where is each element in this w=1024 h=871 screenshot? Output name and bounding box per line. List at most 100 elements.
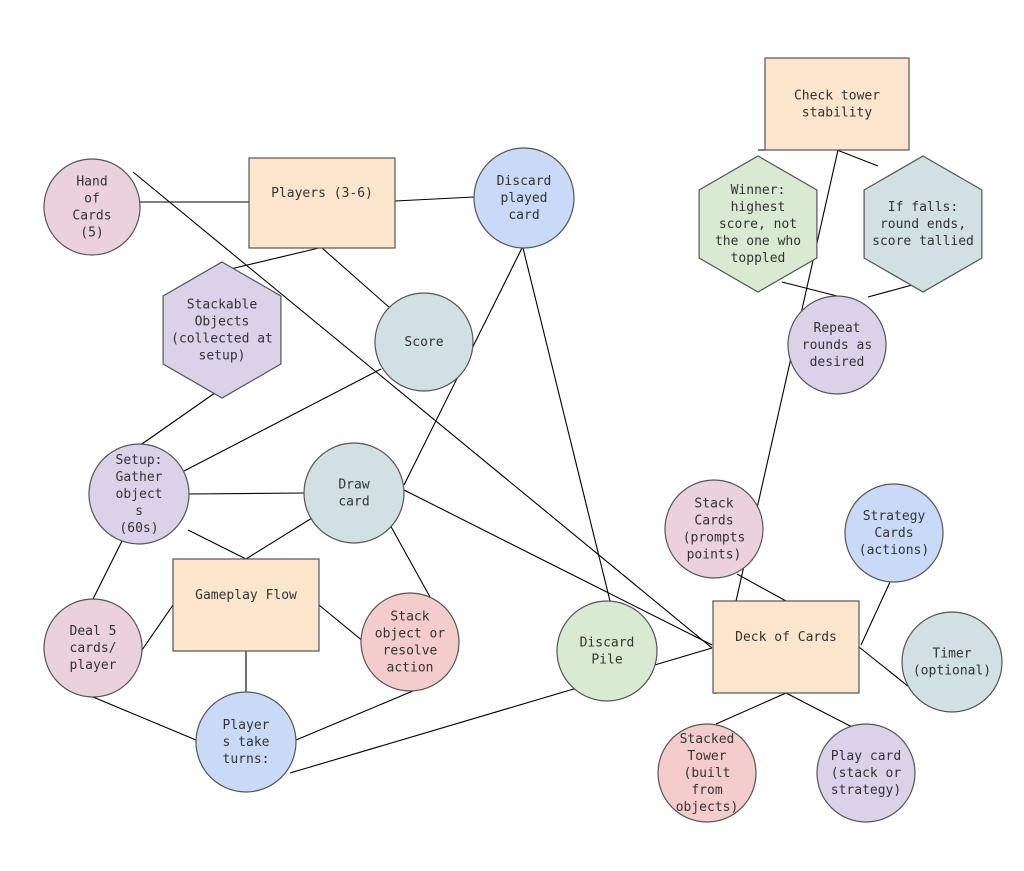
node-label-line: score, not (719, 217, 797, 232)
node-shape (863, 155, 983, 293)
node-shape (664, 479, 764, 579)
node-shape (712, 600, 860, 694)
node-label-line: Check tower (794, 89, 880, 104)
node-label-line: Stack (694, 497, 733, 512)
node-label-line: card (508, 208, 539, 223)
connector-line (860, 581, 891, 646)
node-label-line: (5) (80, 226, 103, 241)
connector-line (715, 692, 787, 725)
node-label-line: Players (3-6) (271, 186, 373, 201)
node-label-line: setup) (199, 349, 246, 364)
node-label-line: action (387, 661, 434, 676)
node-label-line: (prompts (683, 531, 746, 546)
connector-line (141, 604, 174, 651)
node-label-line: Strategy (863, 509, 926, 524)
node-label-line: If falls: (888, 200, 958, 215)
connector-line (781, 281, 838, 297)
connector-line (736, 573, 787, 602)
node-label-line: s take (223, 735, 270, 750)
node-label-line: Tower (687, 749, 726, 764)
node-shape (172, 558, 320, 652)
node-label-line: Timer (932, 647, 971, 662)
node-label-line: toppled (731, 251, 786, 266)
connector-line (245, 517, 313, 560)
node-shape (162, 261, 282, 399)
connector-line (522, 247, 611, 602)
node-label-line: Objects (195, 315, 250, 330)
node-label-line: Stacked (680, 732, 735, 747)
connector-line (836, 149, 879, 167)
node-label-line: object or (375, 627, 446, 642)
node-label-line: Cards (72, 209, 111, 224)
node-label-line: object (116, 487, 163, 502)
connector-line (187, 492, 305, 495)
connector-line (403, 489, 713, 646)
node-label-line: Winner: (731, 183, 786, 198)
node-label-line: Gather (116, 470, 163, 485)
node-label-line: (optional) (913, 664, 991, 679)
node-label-line: player (70, 658, 117, 673)
node-label-line: stability (802, 106, 873, 121)
node-label-line: Play card (831, 749, 901, 764)
connector-line (785, 692, 855, 729)
node-timer: Timer (optional) (901, 611, 1003, 713)
node-shape (901, 611, 1003, 713)
node-shape (816, 723, 916, 823)
node-label-line: Player (223, 718, 270, 733)
connector-line (132, 171, 713, 649)
node-score: Score (374, 292, 474, 392)
connector-line (221, 247, 320, 272)
node-label-line: played (501, 191, 548, 206)
node-label-line: Draw (338, 478, 369, 493)
node-shape (698, 155, 818, 293)
node-shape (303, 442, 405, 544)
connector-line (858, 646, 915, 692)
node-label-line: Score (404, 335, 443, 350)
node-label-line: points) (687, 548, 742, 563)
node-shape (43, 158, 141, 256)
node-label-line: cards/ (70, 641, 117, 656)
node-shape (844, 483, 944, 583)
node-label-line: objects) (676, 800, 739, 815)
node-label-line: (60s) (119, 521, 158, 536)
node-shape (764, 57, 910, 151)
node-label-line: highest (731, 200, 786, 215)
connector-line (138, 387, 223, 447)
node-label-line: strategy) (831, 783, 901, 798)
node-shape (195, 691, 297, 793)
node-label-line: Repeat (814, 321, 861, 336)
connector-line (183, 368, 382, 472)
node-label-line: round ends, (880, 217, 966, 232)
node-label-line: (stack or (831, 766, 902, 781)
node-players-take-turns: Player s take turns: (195, 691, 297, 793)
node-label-line: Cards (694, 514, 733, 529)
node-label-line: Discard (497, 174, 552, 189)
connector-line (394, 196, 475, 202)
node-play-card: Play card (stack or strategy) (816, 723, 916, 823)
connector-line (187, 529, 247, 560)
node-label-line: turns: (223, 752, 270, 767)
node-label-line: Stackable (187, 298, 258, 313)
node-shape (556, 600, 658, 702)
node-label-line: (collected at (171, 332, 273, 347)
node-label-line: score tallied (872, 234, 974, 249)
node-discard-played-card: Discard played card (473, 147, 575, 249)
node-shape (360, 592, 460, 692)
node-shape (374, 292, 474, 392)
node-label-line: Pile (591, 653, 622, 668)
node-label-line: rounds as (802, 338, 872, 353)
node-label-line: Discard (580, 636, 635, 651)
node-label-line: (actions) (859, 543, 929, 558)
node-shape (473, 147, 575, 249)
connector-line (318, 604, 365, 643)
node-if-falls: If falls: round ends, score tallied (863, 155, 983, 293)
